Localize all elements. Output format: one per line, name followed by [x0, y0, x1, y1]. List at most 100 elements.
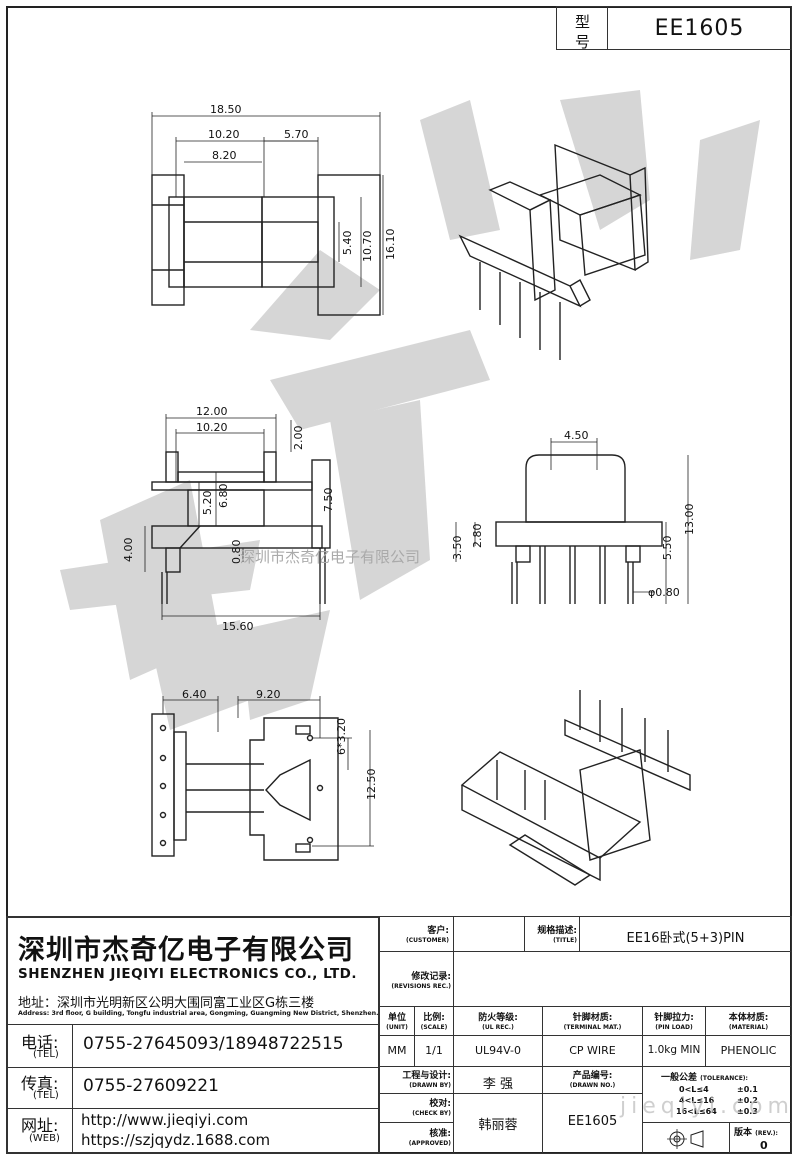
terminal-value: CP WIRE — [569, 1044, 616, 1057]
dim-10-20b: 10.20 — [196, 421, 228, 434]
dim-12-50: 12.50 — [365, 769, 378, 801]
dim-10-20: 10.20 — [208, 128, 240, 141]
tolerance-cell: 一般公差 (TOLERANCE): 0<L≤4±0.1 4<L≤16±0.2 1… — [642, 1066, 792, 1123]
terminal-label-cell: 针脚材质:(TERMINAL MAT.) — [542, 1006, 643, 1036]
drawn-value-cell: 李 强 — [453, 1066, 543, 1094]
company-address-cn: 地址：深圳市光明新区公明大围同富工业区G栋三楼 — [18, 996, 315, 1011]
title-value-cell: EE16卧式(5+3)PIN — [579, 916, 792, 952]
technical-drawing: 18.50 10.20 5.70 8.20 5.40 10.70 16.10 1… — [60, 90, 760, 886]
model-value: EE1605 — [654, 16, 745, 41]
title-label-cell: 规格描述:(TITLE) — [524, 916, 580, 952]
drawingno-label: 产品编号:(DRAWN NO.) — [569, 1071, 616, 1089]
pinload-label-cell: 针脚拉力:(PIN LOAD) — [642, 1006, 706, 1036]
version-label: 版本 (REV.): — [734, 1128, 778, 1138]
tel-value: 0755-27645093/18948722515 — [83, 1034, 344, 1054]
fax-value: 0755-27609221 — [83, 1076, 219, 1096]
dim-10-70: 10.70 — [361, 231, 374, 263]
fax-label-en: (TEL) — [33, 1090, 59, 1101]
tel-value-cell: 0755-27645093/18948722515 — [72, 1024, 380, 1068]
website-link[interactable]: http://www.jieqiyi.com — [81, 1111, 249, 1129]
pinload-value: 1.0kg MIN — [647, 1044, 701, 1056]
customer-label-cell: 客户:(CUSTOMER) — [379, 916, 454, 952]
ul-value: UL94V-0 — [474, 1044, 522, 1057]
unit-value: MM — [387, 1044, 407, 1057]
side-view — [151, 451, 331, 604]
dim-15-60: 15.60 — [222, 620, 254, 633]
revision-label: 修改记录:(REVISIONS REC.) — [391, 972, 451, 990]
material-value: PHENOLIC — [720, 1044, 777, 1057]
web-label: 网址: — [21, 1116, 59, 1135]
pinload-label: 针脚拉力:(PIN LOAD) — [654, 1013, 694, 1031]
terminal-value-cell: CP WIRE — [542, 1035, 643, 1067]
company-name-en: SHENZHEN JIEQIYI ELECTRONICS CO., LTD. — [18, 966, 358, 982]
dim-5-50: 5.50 — [661, 536, 674, 561]
scale-value-cell: 1/1 — [414, 1035, 454, 1067]
ul-label-cell: 防火等级:(UL REC.) — [453, 1006, 543, 1036]
title-value: EE16卧式(5+3)PIN — [626, 931, 745, 946]
projection-symbol-cell — [642, 1122, 730, 1154]
customer-value-cell — [453, 916, 525, 952]
web-label-cell: 网址: (WEB) — [6, 1108, 73, 1154]
dim-18-50: 18.50 — [210, 103, 242, 116]
fax-label-cell: 传真: (TEL) — [6, 1067, 73, 1109]
dim-8-20: 8.20 — [212, 149, 237, 162]
title-label: 规格描述:(TITLE) — [537, 926, 577, 944]
revision-value-cell — [453, 951, 792, 1007]
dim-16-10: 16.10 — [384, 229, 397, 261]
tel-label: 电话: — [21, 1033, 59, 1052]
tolerance-row-2: 4<L≤16±0.2 — [679, 1096, 758, 1105]
watermark-logo — [60, 90, 760, 730]
check-label: 校对:(CHECK BY) — [412, 1099, 451, 1117]
model-label-cell: 型 号 — [556, 6, 608, 51]
ul-label: 防火等级:(UL REC.) — [478, 1013, 518, 1031]
material-label: 本体材质:(MATERIAL) — [728, 1013, 769, 1031]
revision-label-cell: 修改记录:(REVISIONS REC.) — [379, 951, 454, 1007]
tolerance-title: 一般公差 (TOLERANCE): — [661, 1073, 748, 1083]
footer-watermark: jieqiyi.com — [620, 1094, 794, 1119]
pinload-value-cell: 1.0kg MIN — [642, 1035, 706, 1067]
isometric-view-top — [458, 143, 649, 360]
dim-pin-diameter: φ0.80 — [648, 586, 680, 599]
company-address-en: Address: 3rd floor, G building, Tongfu i… — [18, 1010, 379, 1017]
drawn-label: 工程与设计:(DRAWN BY) — [402, 1071, 451, 1089]
dimension-lines-2 — [144, 414, 331, 620]
check-value-cell: 韩丽蓉 — [453, 1093, 543, 1154]
dim-13-00: 13.00 — [683, 504, 696, 536]
drawingno-value: EE1605 — [567, 1114, 618, 1129]
dim-7-50: 7.50 — [322, 488, 335, 513]
version-value: 0 — [760, 1139, 768, 1152]
web-value-cell: http://www.jieqiyi.com https://szjqydz.1… — [72, 1108, 380, 1154]
dim-6-80: 6.80 — [217, 484, 230, 509]
dimension-lines-1 — [151, 112, 384, 315]
dim-3-50: 3.50 — [451, 536, 464, 561]
model-label-2: 号 — [575, 33, 591, 51]
customer-label: 客户:(CUSTOMER) — [406, 926, 449, 944]
store-link[interactable]: https://szjqydz.1688.com — [81, 1131, 271, 1149]
fax-value-cell: 0755-27609221 — [72, 1067, 380, 1109]
bottom-view — [151, 713, 339, 861]
dim-6-40: 6.40 — [182, 688, 207, 701]
dim-0-80: 0.80 — [230, 540, 243, 565]
check-label-cell: 校对:(CHECK BY) — [379, 1093, 454, 1123]
ul-value-cell: UL94V-0 — [453, 1035, 543, 1067]
isometric-view-bottom — [460, 690, 691, 886]
tolerance-row-1: 0<L≤4±0.1 — [679, 1085, 758, 1094]
tolerance-row-3: 16<L≤64±0.3 — [676, 1107, 758, 1116]
dim-4-00: 4.00 — [122, 538, 135, 563]
dimension-lines-3 — [455, 438, 689, 604]
tel-label-cell: 电话: (TEL) — [6, 1024, 73, 1068]
projection-symbol-icon — [667, 1129, 704, 1149]
company-name-cn: 深圳市杰奇亿电子有限公司 — [18, 935, 354, 966]
dim-12-00: 12.00 — [196, 405, 228, 418]
tel-label-en: (TEL) — [33, 1049, 59, 1060]
dim-9-20: 9.20 — [256, 688, 281, 701]
watermark-text: 深圳市杰奇亿电子有限公司 — [240, 548, 420, 566]
material-value-cell: PHENOLIC — [705, 1035, 792, 1067]
unit-label-cell: 单位(UNIT) — [379, 1006, 415, 1036]
scale-label-cell: 比例:(SCALE) — [414, 1006, 454, 1036]
dimension-lines-4 — [162, 696, 374, 847]
scale-label: 比例:(SCALE) — [420, 1013, 448, 1031]
drawn-label-cell: 工程与设计:(DRAWN BY) — [379, 1066, 454, 1094]
scale-value: 1/1 — [425, 1044, 443, 1057]
approved-label: 核准:(APPROVED) — [408, 1129, 451, 1147]
